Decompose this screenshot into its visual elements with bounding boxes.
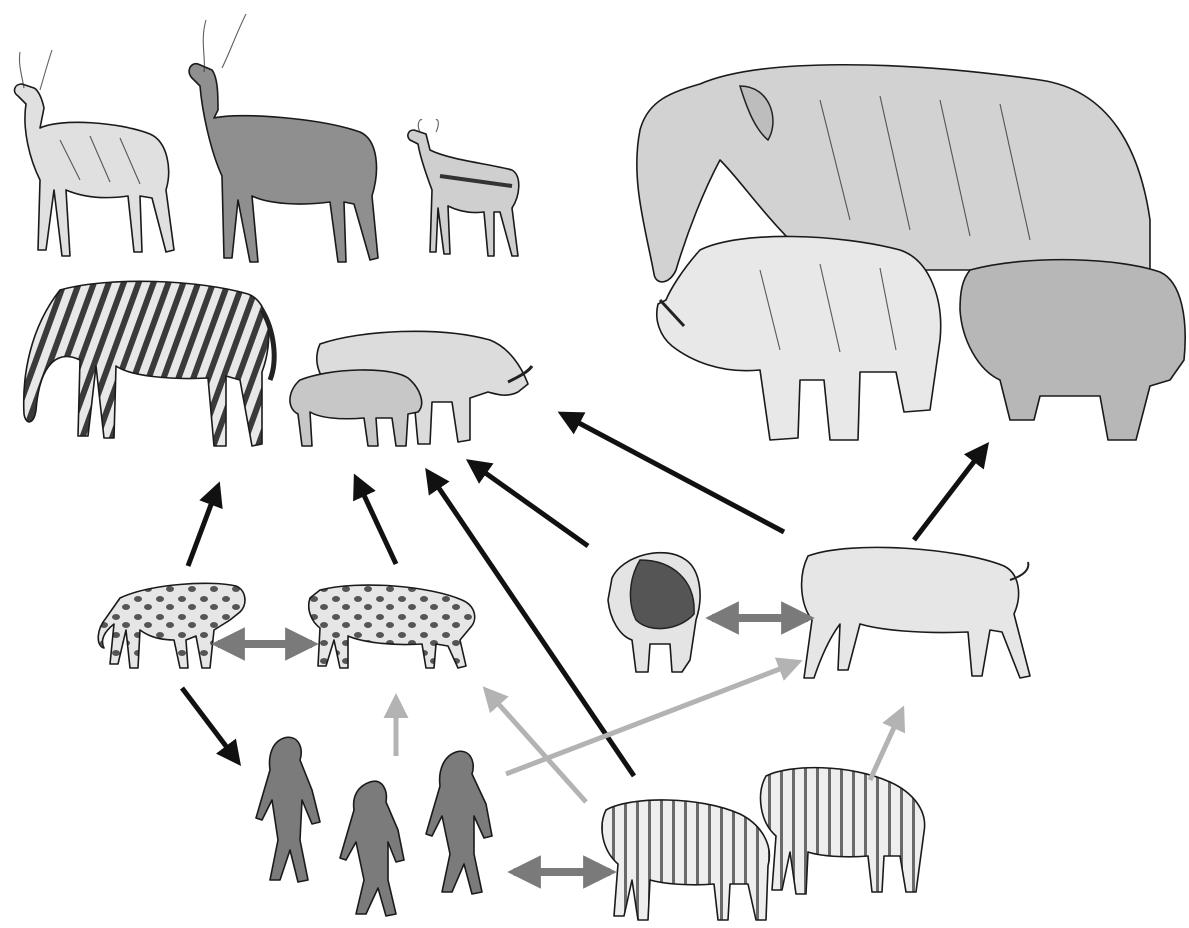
arrow-hyena-to-megantereon [486, 690, 586, 802]
zebra-icon [24, 281, 274, 446]
arrow-hyena2-to-homotherium [870, 710, 902, 780]
striped-hyena-icon [602, 800, 769, 920]
rhinoceros-icon [657, 236, 941, 440]
kob-antelope-icon [189, 14, 378, 262]
arrow-megantereon-to-warthogs [356, 478, 396, 564]
arrow-dinofelis-to-zebra [188, 486, 218, 566]
arrow-dinofelis-to-hominins [182, 688, 238, 762]
warthog-icon [290, 331, 532, 446]
lion-icon [608, 553, 700, 672]
homotherium-icon [802, 547, 1030, 678]
arrow-hominins-to-homotherium [506, 662, 798, 774]
arrow-lion-to-warthogs [470, 462, 588, 546]
dinofelis-icon [98, 583, 245, 668]
megantereon-icon [309, 585, 475, 668]
springbok-icon [408, 120, 519, 256]
hyena-icon [761, 768, 925, 894]
arrow-homotherium-to-warthogs [562, 414, 784, 532]
hominin-icon [256, 737, 492, 916]
waterbuck-icon [15, 50, 174, 256]
arrow-homotherium-to-hippo [914, 446, 986, 540]
hippopotamus-icon [960, 260, 1185, 440]
